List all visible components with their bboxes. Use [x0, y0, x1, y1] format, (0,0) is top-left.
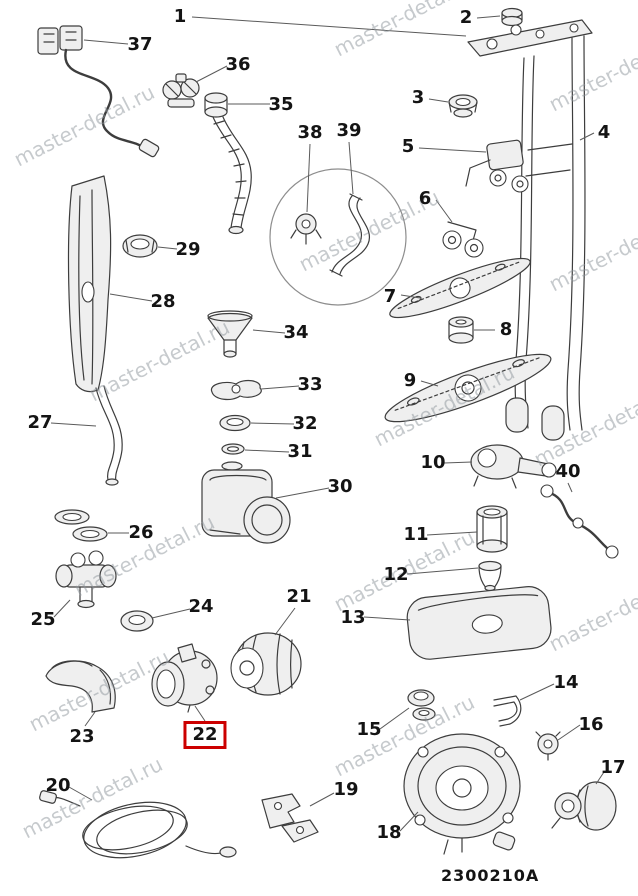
- part-24-drawing: [120, 610, 154, 632]
- part-label-4[interactable]: 4: [597, 122, 611, 143]
- part-36-drawing: [162, 73, 200, 108]
- part-label-20[interactable]: 20: [45, 775, 71, 796]
- part-label-29[interactable]: 29: [175, 239, 201, 260]
- part-7-drawing: [389, 257, 531, 319]
- part-15-drawing: [407, 689, 436, 721]
- part-label-5[interactable]: 5: [401, 136, 415, 157]
- part-22-drawing: [151, 643, 218, 713]
- part-label-17[interactable]: 17: [600, 757, 626, 778]
- part-label-25[interactable]: 25: [30, 609, 56, 630]
- part-27-drawing: [95, 385, 123, 486]
- part-label-10[interactable]: 10: [420, 452, 446, 473]
- part-28-drawing: [67, 175, 112, 393]
- part-label-24[interactable]: 24: [188, 596, 214, 617]
- part-39-drawing: [329, 193, 371, 277]
- part-6-drawing: [442, 221, 484, 258]
- detail-circle: [269, 168, 407, 306]
- part-label-12[interactable]: 12: [383, 564, 409, 585]
- part-17-drawing: [551, 781, 617, 831]
- part-34-drawing: [207, 310, 253, 358]
- part-label-22[interactable]: 22: [183, 721, 227, 749]
- part-8-drawing: [448, 316, 474, 344]
- part-30-drawing: [201, 461, 291, 544]
- part-9-drawing: [384, 353, 552, 423]
- part-38-drawing: [290, 213, 322, 245]
- part-label-14[interactable]: 14: [553, 672, 579, 693]
- part-18-drawing: [403, 733, 521, 855]
- part-label-28[interactable]: 28: [150, 291, 176, 312]
- part-14-drawing: [493, 695, 522, 727]
- part-20-drawing: [39, 790, 237, 859]
- part-label-34[interactable]: 34: [283, 322, 309, 343]
- part-label-27[interactable]: 27: [27, 412, 53, 433]
- part-label-1[interactable]: 1: [173, 6, 187, 27]
- part-label-40[interactable]: 40: [555, 461, 581, 482]
- part-11-drawing: [476, 505, 508, 553]
- part-label-30[interactable]: 30: [327, 476, 353, 497]
- part-16-drawing: [535, 731, 561, 761]
- part-35-drawing: [204, 92, 252, 235]
- part-37-drawing: [37, 25, 160, 158]
- part-12-drawing: [478, 560, 502, 592]
- part-33-drawing: [210, 379, 262, 401]
- part-25-drawing: [55, 550, 117, 609]
- part-label-39[interactable]: 39: [336, 120, 362, 141]
- part-label-37[interactable]: 37: [127, 34, 153, 55]
- part-19-drawing: [261, 793, 319, 843]
- part-label-35[interactable]: 35: [268, 94, 294, 115]
- part-label-32[interactable]: 32: [292, 413, 318, 434]
- part-40-drawing: [540, 484, 619, 559]
- part-21-drawing: [230, 632, 302, 696]
- part-29-drawing: [122, 234, 158, 258]
- part-label-13[interactable]: 13: [340, 607, 366, 628]
- part-label-3[interactable]: 3: [411, 87, 425, 108]
- part-label-16[interactable]: 16: [578, 714, 604, 735]
- part-3-drawing: [448, 94, 478, 118]
- part-32-drawing: [219, 414, 251, 432]
- part-label-9[interactable]: 9: [403, 370, 417, 391]
- frame-drawing: [467, 19, 593, 441]
- doc-number: 2300210A: [441, 866, 540, 885]
- part-label-38[interactable]: 38: [297, 122, 323, 143]
- part-label-8[interactable]: 8: [499, 319, 513, 340]
- part-label-36[interactable]: 36: [225, 54, 251, 75]
- part-26-drawing: [54, 509, 108, 542]
- part-31-drawing: [221, 443, 245, 455]
- part-label-6[interactable]: 6: [418, 188, 432, 209]
- part-label-2[interactable]: 2: [459, 7, 473, 28]
- part-label-26[interactable]: 26: [128, 522, 154, 543]
- part-10-drawing: [470, 444, 557, 489]
- part-2-drawing: [501, 7, 523, 36]
- part-label-18[interactable]: 18: [376, 822, 402, 843]
- part-label-21[interactable]: 21: [286, 586, 312, 607]
- part-label-31[interactable]: 31: [287, 441, 313, 462]
- part-13-drawing: [406, 586, 552, 660]
- part-5-drawing: [465, 139, 529, 193]
- part-label-15[interactable]: 15: [356, 719, 382, 740]
- part-label-23[interactable]: 23: [69, 726, 95, 747]
- part-label-7[interactable]: 7: [383, 286, 397, 307]
- part-23-drawing: [45, 660, 116, 713]
- part-label-11[interactable]: 11: [403, 524, 429, 545]
- part-label-33[interactable]: 33: [297, 374, 323, 395]
- leader-lines: [50, 15, 605, 832]
- part-label-19[interactable]: 19: [333, 779, 359, 800]
